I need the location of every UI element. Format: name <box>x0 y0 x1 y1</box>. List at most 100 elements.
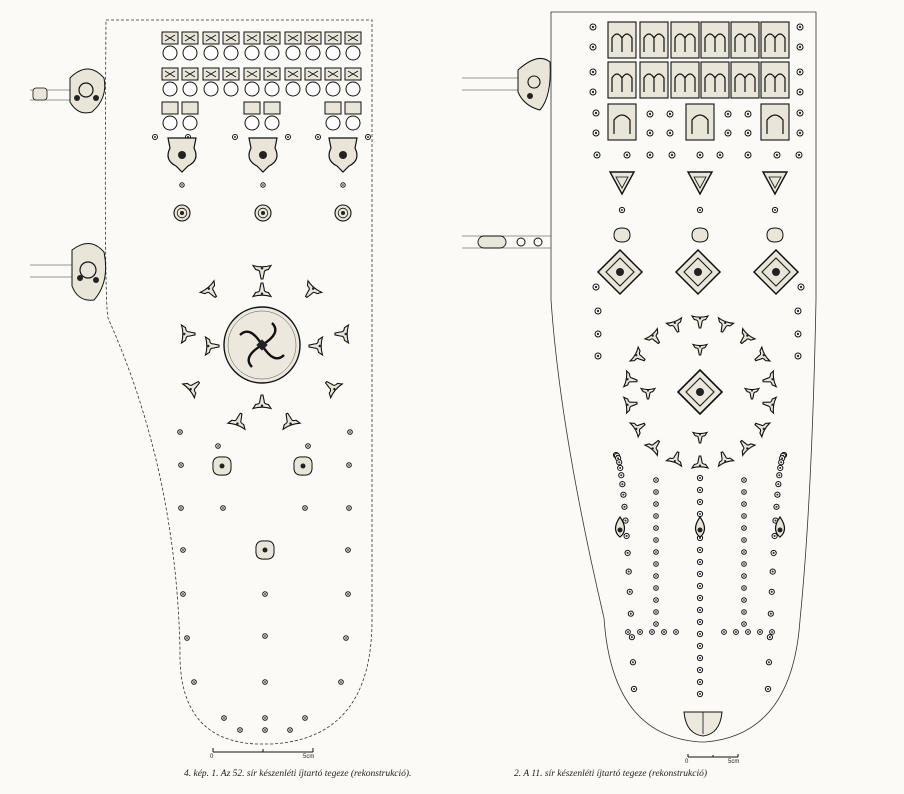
square-plaque <box>161 101 179 115</box>
right-quiver-outline <box>550 11 817 743</box>
round-plaque <box>203 81 219 97</box>
round-plaque <box>162 81 178 97</box>
left-quiver <box>30 19 373 753</box>
left-scale-bar <box>212 748 314 753</box>
round-plaque <box>182 115 198 131</box>
anchor-mount <box>664 316 683 333</box>
anchor-mount <box>304 279 324 299</box>
anchor-mount <box>739 439 757 457</box>
round-plaque <box>285 45 301 61</box>
round-plaque <box>285 81 301 97</box>
right-ring-mounts <box>622 315 778 469</box>
anchor-mount <box>204 335 220 357</box>
right-quiver <box>462 11 817 758</box>
anchor-mount <box>251 264 273 280</box>
anchor-mount <box>664 451 683 468</box>
anchor-mount <box>762 396 778 415</box>
right-suspension-mount-upper <box>462 57 551 111</box>
anchor-mount <box>754 345 772 362</box>
drop-mount <box>694 515 706 538</box>
round-plaque <box>345 115 361 131</box>
scroll-plaque <box>760 103 790 141</box>
anchor-mount <box>691 431 709 444</box>
right-triangle-row <box>608 171 789 243</box>
anchor-mount <box>717 451 736 468</box>
triangle-mount <box>608 171 636 196</box>
left-suspension-mount-upper <box>30 68 106 114</box>
anchor-mount <box>308 335 324 357</box>
anchor-mount <box>739 327 757 345</box>
anchor-mount <box>282 412 302 431</box>
round-plaque <box>223 81 239 97</box>
anchor-mount <box>181 380 201 400</box>
square-plaque <box>243 101 261 115</box>
square-plaque <box>181 101 199 115</box>
left-studs <box>177 429 353 733</box>
anchor-mount <box>180 323 196 345</box>
anchor-mount <box>639 387 657 400</box>
round-plaque <box>345 45 361 61</box>
round-plaque <box>244 115 260 131</box>
anchor-mount <box>622 396 638 415</box>
round-plaque <box>162 45 178 61</box>
left-scale-zero-label: 0 <box>210 754 214 760</box>
right-rhombus-row <box>592 248 805 360</box>
round-plaque <box>182 45 198 61</box>
anchor-mount <box>622 369 638 388</box>
left-scale-five-label: 5cm <box>303 754 315 760</box>
round-plaque <box>264 115 280 131</box>
round-plaque <box>244 45 260 61</box>
left-ring-mounts <box>180 264 350 431</box>
anchor-mount <box>754 422 772 439</box>
round-plaque <box>162 115 178 131</box>
triangle-mount <box>686 171 714 196</box>
anchor-mount <box>334 323 350 345</box>
anchor-mount <box>691 343 709 356</box>
anchor-mount <box>251 282 273 298</box>
drop-mount <box>614 515 626 538</box>
scroll-plaque <box>685 103 715 141</box>
round-plaque <box>223 45 239 61</box>
square-plaque <box>344 101 362 115</box>
anchor-mount <box>198 279 218 299</box>
right-upper-rosettes <box>589 21 804 159</box>
anchor-mount <box>643 439 661 457</box>
round-plaque <box>305 45 321 61</box>
round-plaque <box>182 81 198 97</box>
right-central-rhombus <box>676 368 724 416</box>
left-suspension-mount-lower <box>30 243 107 301</box>
round-plaque <box>264 45 280 61</box>
left-central-disc <box>223 306 301 384</box>
right-bottom-mount <box>683 711 723 737</box>
square-plaque <box>324 101 342 115</box>
round-plaque <box>345 81 361 97</box>
left-quiver-outline <box>104 19 373 745</box>
trefoil-mount <box>766 227 784 243</box>
right-scale-five-label: 5cm <box>728 759 740 765</box>
anchor-mount <box>743 387 761 400</box>
anchor-mount <box>251 394 273 410</box>
anchor-mount <box>628 345 646 362</box>
right-figure-caption: 2. A 11. sír készenléti íjtartó tegeze (… <box>514 769 708 779</box>
trefoil-mount <box>613 227 631 243</box>
round-plaque <box>244 81 260 97</box>
right-scale-bar <box>687 754 739 758</box>
left-top-plaques <box>152 31 371 140</box>
round-plaque <box>325 115 341 131</box>
left-palmette-row <box>167 137 358 222</box>
left-figure-caption: 4. kép. 1. Az 52. sír készenléti íjtartó… <box>184 769 412 779</box>
round-plaque <box>264 81 280 97</box>
trefoil-mount <box>691 227 709 243</box>
anchor-mount <box>717 316 736 333</box>
anchor-mount <box>762 369 778 388</box>
anchor-mount <box>628 422 646 439</box>
anchor-mount <box>324 380 344 400</box>
scroll-plaque <box>607 103 637 141</box>
drop-mount <box>774 515 786 538</box>
anchor-mount <box>690 455 710 469</box>
triangle-mount <box>761 171 789 196</box>
right-studs <box>612 451 788 698</box>
anchor-mount <box>226 412 246 431</box>
right-suspension-mount-lower <box>462 235 551 249</box>
